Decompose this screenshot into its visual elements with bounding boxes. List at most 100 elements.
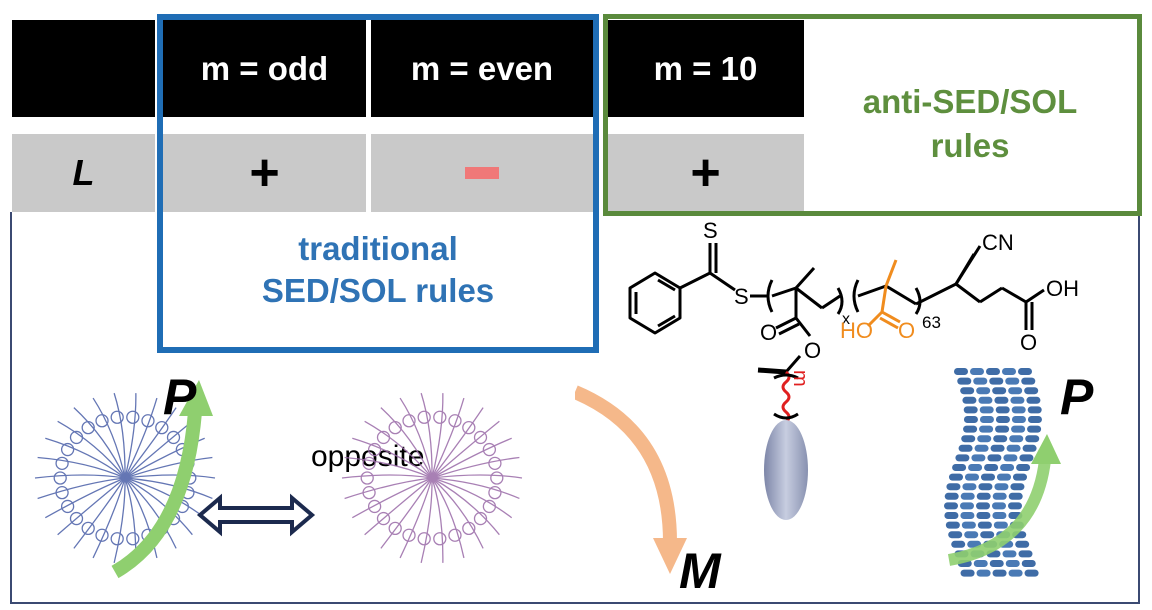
mesogen-rod <box>1008 502 1023 510</box>
phenyl-ring <box>367 499 382 514</box>
mesogen-rod <box>980 473 995 481</box>
dendron-chain <box>124 456 213 479</box>
mesogen-rod <box>1027 406 1042 414</box>
phenyl-ring <box>488 485 502 500</box>
mesogen-rod <box>978 483 993 491</box>
phenyl-ring <box>141 414 155 428</box>
phenyl-ring <box>60 499 75 514</box>
plus-sign: + <box>249 144 280 202</box>
phenyl-ring <box>462 521 476 536</box>
mesogen-rod <box>1010 396 1025 404</box>
mesogen-rod <box>994 483 1009 491</box>
opposite-label: opposite <box>311 440 425 473</box>
mesogen-rod <box>984 464 999 471</box>
mesogen-rod <box>951 540 966 548</box>
mesogen-rod <box>944 502 959 510</box>
left-helix-arrow <box>111 380 213 579</box>
dendron-chain <box>431 393 444 479</box>
phenyl-ring <box>482 442 497 457</box>
phenyl-ring <box>473 430 488 445</box>
dendron-chain <box>431 477 484 549</box>
mesogen-rod <box>1015 540 1030 548</box>
mesogen-rod <box>968 464 983 471</box>
mesogen-rod <box>1000 464 1015 471</box>
phenyl-ring <box>417 410 431 424</box>
dendron-chain <box>124 477 177 549</box>
dendron-chain <box>344 456 433 479</box>
mesogen-rod <box>961 435 976 443</box>
traditional-line-1: traditional <box>298 230 458 267</box>
mesogen-rod <box>954 368 968 375</box>
phenyl-ring <box>110 410 124 424</box>
phenyl-ring <box>126 410 140 424</box>
mesogen-rod <box>1012 473 1027 481</box>
dendron-chain <box>57 420 126 479</box>
mesogen-rod <box>971 454 986 462</box>
phenyl-ring <box>388 521 402 536</box>
mesogen-rod <box>995 416 1010 423</box>
row-label-L: L <box>72 152 95 193</box>
mesogen-rod <box>989 377 1004 385</box>
mesogen-rod <box>1011 406 1026 414</box>
mesogen-rod <box>963 406 978 414</box>
dendron-chain <box>431 477 500 536</box>
dendron-chain <box>431 477 520 500</box>
mesogen-rod <box>944 492 959 500</box>
traditional-rules-box <box>157 14 599 353</box>
dendron-chain <box>420 477 433 564</box>
mesogen-rod <box>993 521 1008 529</box>
spacer-length-m: m <box>789 370 811 387</box>
phenyl-ring <box>433 410 447 424</box>
dendron-chain <box>364 477 433 536</box>
mesogen-rod <box>1025 435 1040 443</box>
mesogen-rod <box>955 454 970 462</box>
dendron-chain <box>113 477 126 564</box>
dendron-chain <box>37 477 126 500</box>
mesogen-rod <box>980 531 995 539</box>
mesogen-rod <box>1026 396 1041 404</box>
mesogen-rod <box>1022 444 1037 452</box>
mesogen-rod <box>960 502 975 510</box>
mesogen-rod <box>964 473 979 481</box>
phenyl-ring <box>473 511 488 526</box>
mesogen-rod <box>1008 492 1023 500</box>
atom-o-ester: O <box>760 320 777 345</box>
mesogen-rod <box>1011 416 1026 423</box>
mesogen-rod <box>976 492 991 500</box>
atom-o-ether: O <box>804 338 821 358</box>
mesogen-rod <box>960 569 975 577</box>
mesogen-rod <box>1018 368 1032 375</box>
dendron-chain <box>380 407 433 479</box>
traditional-rules-label: traditional SED/SOL rules <box>163 228 593 312</box>
mesogen-rod <box>948 473 963 481</box>
subscript-63: 63 <box>922 313 941 332</box>
mesogen-rod <box>1008 569 1023 577</box>
traditional-line-2: SED/SOL rules <box>261 272 495 309</box>
middle-dendron-assembly <box>341 392 523 564</box>
right-helix-label-P: P <box>1060 369 1094 425</box>
dendron-chain <box>351 477 433 519</box>
dendron-chain <box>57 477 126 536</box>
phenyl-ring <box>402 414 416 428</box>
dendron-chain <box>124 477 213 500</box>
mesogen-rod <box>979 416 994 423</box>
mesogen-rod <box>952 464 967 471</box>
mesogen-rod <box>960 492 975 500</box>
minus-sign <box>465 167 499 179</box>
dendron-chain <box>124 474 216 479</box>
phenyl-ring <box>53 471 67 485</box>
mesogen-rod <box>1005 560 1020 567</box>
phenyl-ring <box>376 430 391 445</box>
phenyl-ring <box>376 511 391 526</box>
dendron-chain <box>124 477 206 519</box>
header-m-even: m = even <box>371 20 593 117</box>
mesogen-rod <box>948 531 963 539</box>
group-oh: OH <box>1046 276 1079 301</box>
phenyl-ring <box>95 528 109 542</box>
atom-s-thione: S <box>703 218 718 243</box>
phenyl-ring <box>155 420 169 435</box>
phenyl-ring <box>362 456 376 471</box>
mesogen-rod <box>962 483 977 491</box>
phenyl-ring <box>417 532 431 546</box>
phenyl-ring <box>402 528 416 542</box>
